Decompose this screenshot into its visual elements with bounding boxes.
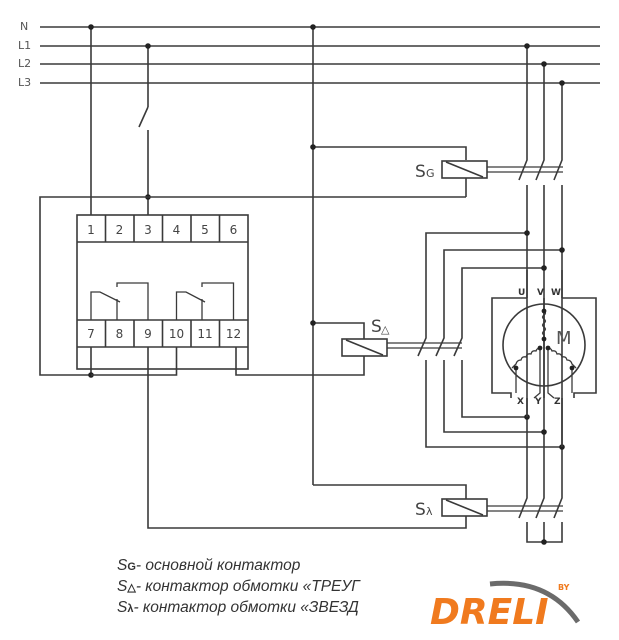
motor-terminal-w: W xyxy=(551,288,561,298)
legend-symbol: S xyxy=(117,599,128,616)
logo-by: BY xyxy=(558,583,570,592)
contacts-delta xyxy=(417,232,562,448)
logo-swoosh xyxy=(489,580,581,624)
legend-subscript: λ xyxy=(127,603,134,615)
legend: SG- основной контактор S△- контактор обм… xyxy=(117,556,360,619)
winding-v xyxy=(541,310,547,339)
legend-subscript: G xyxy=(127,561,136,573)
junction-dot xyxy=(145,43,151,49)
terminal-2: 2 xyxy=(116,223,124,237)
motor-terminal-z: Z xyxy=(554,397,561,407)
terminal-3: 3 xyxy=(144,223,152,237)
terminal-5: 5 xyxy=(201,223,209,237)
terminal-10: 10 xyxy=(169,327,184,341)
coil-delta-diagonal xyxy=(345,339,384,356)
terminal-1: 1 xyxy=(87,223,95,237)
switch-blade xyxy=(138,106,149,128)
coil-star-label: S xyxy=(415,500,426,520)
motor-terminal-x: X xyxy=(517,397,524,407)
coil-main-diagonal xyxy=(445,161,484,178)
legend-text: - контактор обмотки «ЗВЕЗД xyxy=(133,599,359,616)
terminal-6: 6 xyxy=(230,223,238,237)
coil-star-sub: λ xyxy=(426,505,433,518)
coil-star-diagonal xyxy=(445,499,484,516)
wire-n-to-delta-coil xyxy=(313,322,365,339)
relay-contact-2 xyxy=(175,282,235,320)
bus-label-l3: L3 xyxy=(18,76,31,89)
bus-label-l2: L2 xyxy=(18,57,31,70)
legend-symbol: S xyxy=(117,578,128,595)
legend-row-main: SG- основной контактор xyxy=(117,556,360,577)
junction-dot xyxy=(541,429,547,435)
logo-text: DRELI xyxy=(430,592,549,633)
dreli-logo: DRELI BY xyxy=(428,578,598,634)
relay-contact-1 xyxy=(90,282,149,320)
coil-delta-sub: △ xyxy=(381,323,390,336)
legend-row-star: Sλ- контактор обмотки «ЗВЕЗД xyxy=(117,598,360,619)
wire-t12-to-delta-coil xyxy=(235,347,365,376)
coil-star xyxy=(441,498,488,517)
coil-delta-label: S xyxy=(371,317,382,337)
wire-n-to-sg-coil xyxy=(313,146,467,160)
motor-circle xyxy=(502,303,586,387)
bus-label-n: N xyxy=(20,20,28,33)
wire-t10-to-t7 xyxy=(91,347,178,376)
motor-terminal-u: U xyxy=(518,288,525,298)
legend-row-delta: S△- контактор обмотки «ТРЕУГ xyxy=(117,577,360,598)
legend-text: - основной контактор xyxy=(135,557,301,574)
legend-text: - контактор обмотки «ТРЕУГ xyxy=(135,578,360,595)
terminal-11: 11 xyxy=(197,327,212,341)
motor-terminal-y: Y xyxy=(534,397,542,407)
junction-dot xyxy=(310,320,316,326)
terminal-9: 9 xyxy=(144,327,152,341)
junction-dot xyxy=(541,265,547,271)
junction-dot xyxy=(310,24,316,30)
coil-main-sub: G xyxy=(426,167,435,180)
relay-bottom-dividers xyxy=(104,320,221,347)
legend-subscript: △ xyxy=(127,582,136,594)
winding-u xyxy=(511,347,541,369)
junction-dot xyxy=(541,539,547,545)
junction-dot xyxy=(88,24,94,30)
wire-loop-left xyxy=(39,196,148,376)
wire-t9-to-star-coil xyxy=(147,347,467,529)
junction-dot xyxy=(524,230,530,236)
junction-dot xyxy=(559,247,565,253)
coil-main-label: S xyxy=(415,162,426,182)
wire-n-to-star-coil xyxy=(313,484,467,499)
legend-symbol: S xyxy=(117,557,128,574)
motor-terminal-v: V xyxy=(537,288,544,298)
terminal-12: 12 xyxy=(226,327,241,341)
motor-label: M xyxy=(556,328,572,349)
winding-w xyxy=(547,347,577,369)
relay-top-dividers xyxy=(104,215,221,242)
terminal-8: 8 xyxy=(116,327,124,341)
coil-main xyxy=(441,160,488,179)
motor xyxy=(491,270,597,447)
junction-dot xyxy=(310,144,316,150)
terminal-4: 4 xyxy=(173,223,181,237)
junction-dot xyxy=(559,80,565,86)
junction-dot xyxy=(524,43,530,49)
bus-label-l1: L1 xyxy=(18,39,31,52)
junction-dot xyxy=(541,61,547,67)
terminal-7: 7 xyxy=(87,327,95,341)
